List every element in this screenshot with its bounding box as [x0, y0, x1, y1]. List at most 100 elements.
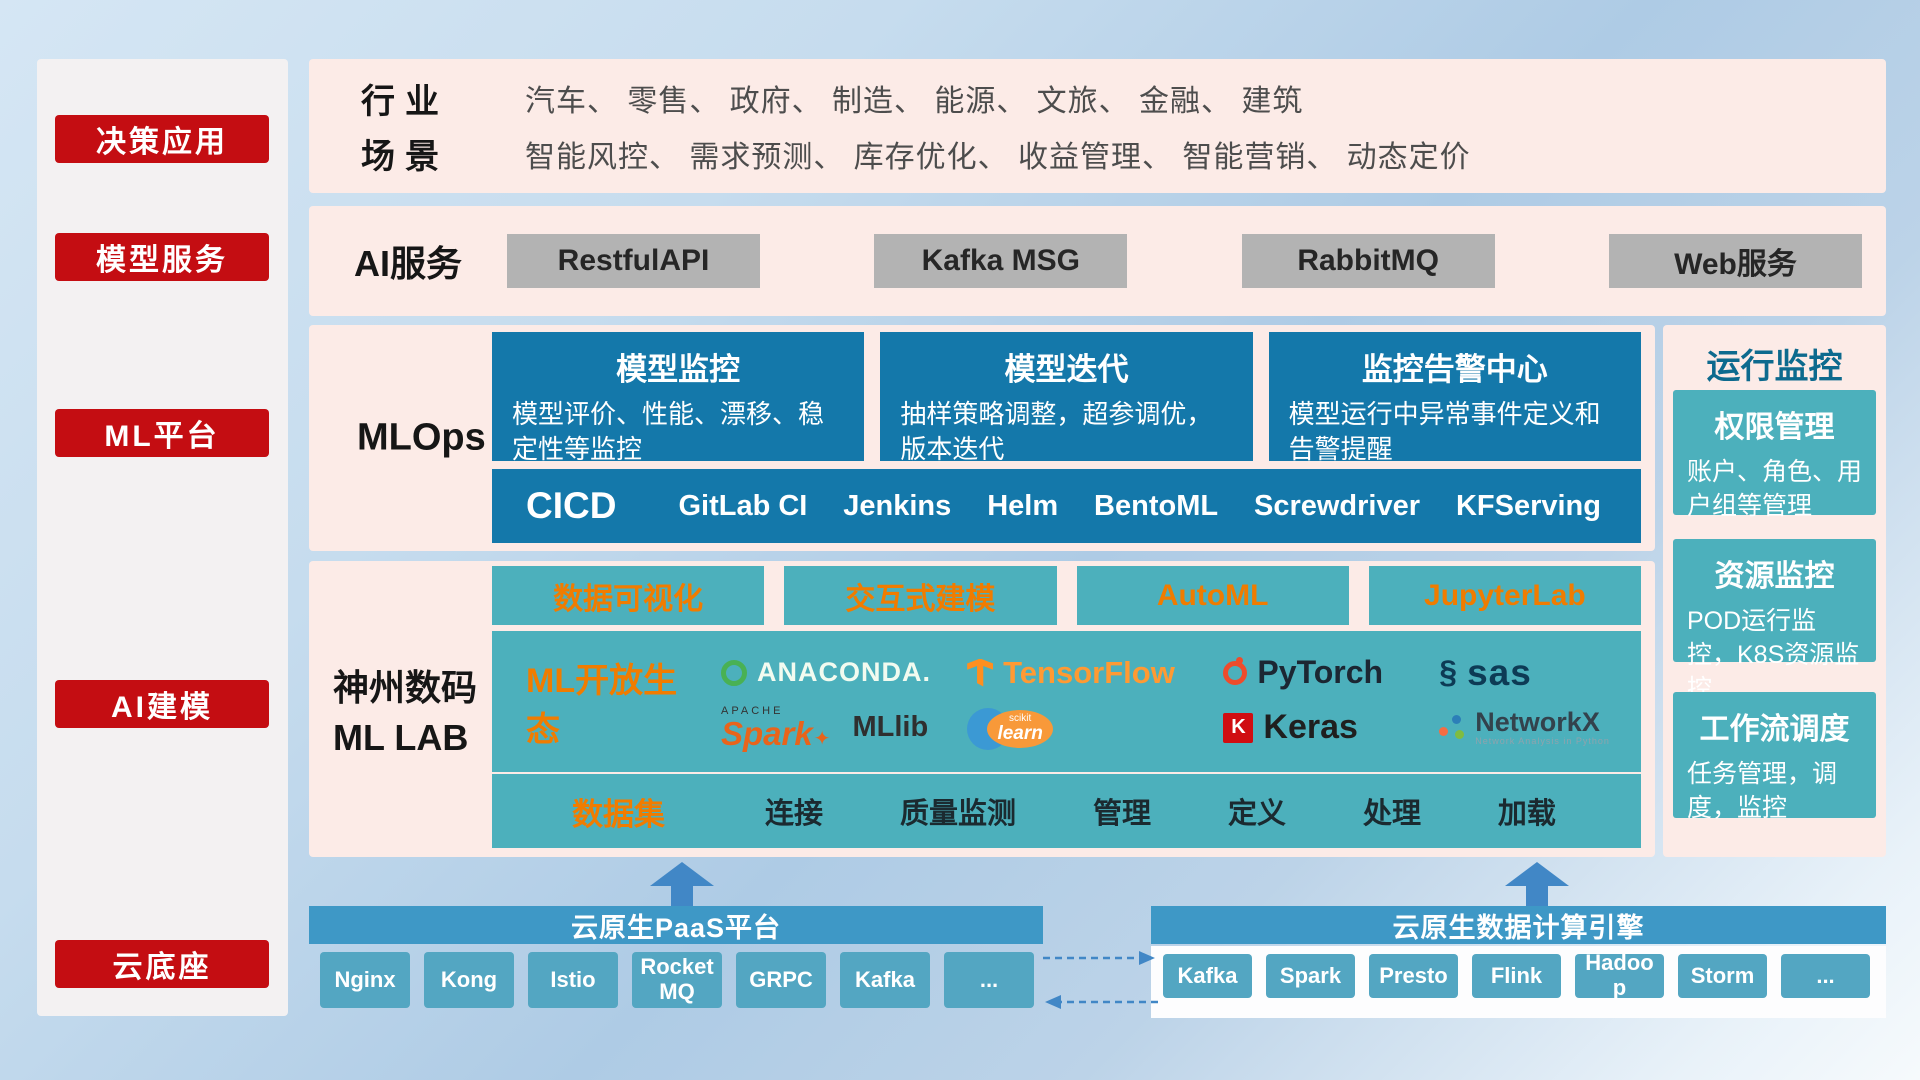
cloud-data-engine-bar: 云原生数据计算引擎 [1151, 906, 1886, 944]
grpc-chip[interactable]: GRPC [736, 952, 826, 1008]
screwdriver-item: Screwdriver [1253, 489, 1421, 522]
kafka-msg-button[interactable]: Kafka MSG [874, 234, 1128, 288]
cloud-paas-bar: 云原生PaaS平台 [309, 906, 1043, 944]
istio-chip[interactable]: Istio [528, 952, 618, 1008]
mllab-label-line1: 神州数码 [333, 667, 478, 708]
spark-mllib-logo: APACHE Spark ✦ MLlib [721, 704, 953, 752]
dashed-arrow-right-icon [1043, 951, 1155, 965]
dataset-define: 定义 [1227, 798, 1286, 830]
kafka-chip[interactable]: Kafka [1163, 954, 1252, 998]
up-arrow-icon [1505, 862, 1569, 906]
sas-logo: § sas [1439, 652, 1621, 694]
gitlab-ci-item: GitLab CI [678, 489, 808, 522]
sidebar-item-model-service[interactable]: 模型服务 [55, 233, 269, 281]
more-chip[interactable]: ... [944, 952, 1034, 1008]
ai-service-buttons: RestfulAPI Kafka MSG RabbitMQ Web服务 [507, 234, 1862, 288]
sidebar-item-decision-apps[interactable]: 决策应用 [55, 115, 269, 163]
permission-management-card: 权限管理 账户、角色、用户组等管理 [1673, 390, 1876, 520]
card-desc: 任务管理，调度，监控 [1687, 760, 1838, 822]
hadoop-chip[interactable]: Hadoop [1575, 951, 1664, 1000]
resource-monitoring-card: 资源监控 POD运行监控，K8S资源监控 [1673, 539, 1876, 703]
industry-scene-panel: 行业 汽车、 零售、 政府、 制造、 能源、 文旅、 金融、 建筑 场景 智能风… [309, 59, 1886, 193]
scikit-learn-icon: scikit learn [967, 704, 1059, 752]
scene-value: 智能风控、 需求预测、 库存优化、 收益管理、 智能营销、 动态定价 [525, 140, 1471, 174]
card-title: 工作流调度 [1699, 713, 1850, 746]
card-desc: 账户、角色、用户组等管理 [1687, 458, 1863, 520]
ai-service-panel: AI服务 RestfulAPI Kafka MSG RabbitMQ Web服务 [309, 206, 1886, 316]
paas-chips: Nginx Kong Istio RocketMQ GRPC Kafka ... [320, 952, 1034, 1008]
jupyterlab-button[interactable]: JupyterLab [1368, 566, 1641, 625]
industry-label: 行业 [361, 82, 449, 121]
anaconda-icon [721, 659, 747, 686]
more-chip[interactable]: ... [1781, 954, 1870, 998]
left-rail: 决策应用 模型服务 ML平台 AI建模 云底座 [37, 59, 288, 1016]
jenkins-item: Jenkins [843, 489, 952, 522]
workflow-scheduling-card: 工作流调度 任务管理，调度，监控 [1673, 692, 1876, 822]
model-iteration-card: 模型迭代 抽样策略调整，超参调优，版本迭代 [880, 332, 1253, 464]
scene-line: 场景 智能风控、 需求预测、 库存优化、 收益管理、 智能营销、 动态定价 [309, 129, 1886, 178]
tensorflow-icon [967, 658, 994, 687]
learn-label: learn [997, 723, 1043, 744]
scikit-label: scikit [1009, 713, 1032, 724]
mllib-label: MLlib [852, 711, 929, 743]
anaconda-label: ANACONDA. [757, 657, 931, 687]
card-desc: POD运行监控，K8S资源监控 [1687, 607, 1860, 703]
industry-value: 汽车、 零售、 政府、 制造、 能源、 文旅、 金融、 建筑 [525, 85, 1304, 119]
rabbitmq-button[interactable]: RabbitMQ [1241, 234, 1495, 288]
ai-service-label: AI服务 [354, 243, 463, 284]
helm-item: Helm [987, 489, 1059, 522]
sas-icon: § [1439, 654, 1458, 690]
restfulapi-button[interactable]: RestfulAPI [507, 234, 760, 288]
spark-star-icon: ✦ [813, 727, 831, 750]
sidebar-item-cloud-base[interactable]: 云底座 [55, 940, 269, 988]
engine-chips: Kafka Spark Presto Flink Hadoop Storm ..… [1163, 951, 1870, 1000]
model-monitoring-card: 模型监控 模型评价、性能、漂移、稳定性等监控 [492, 332, 865, 464]
tensorflow-logo: TensorFlow [967, 655, 1209, 691]
kafka-chip[interactable]: Kafka [840, 952, 930, 1008]
mllab-label-line2: ML LAB [333, 717, 469, 758]
presto-chip[interactable]: Presto [1369, 954, 1458, 998]
card-title: 资源监控 [1714, 560, 1835, 593]
pytorch-icon [1223, 656, 1248, 685]
mlops-panel: MLOps 模型监控 模型评价、性能、漂移、稳定性等监控 模型迭代 抽样策略调整… [309, 325, 1655, 551]
spark-label: Spark [721, 714, 813, 752]
automl-button[interactable]: AutoML [1076, 566, 1349, 625]
keras-label: Keras [1263, 708, 1358, 746]
dataset-connect: 连接 [765, 798, 824, 830]
data-visualization-button[interactable]: 数据可视化 [492, 566, 765, 625]
sidebar-item-ai-modeling[interactable]: AI建模 [55, 680, 269, 728]
industry-line: 行业 汽车、 零售、 政府、 制造、 能源、 文旅、 金融、 建筑 [309, 74, 1886, 123]
runtime-monitoring-panel: 运行监控 权限管理 账户、角色、用户组等管理 资源监控 POD运行监控，K8S资… [1663, 325, 1886, 857]
card-title: 模型监控 [616, 352, 741, 387]
mllab-panel: 神州数码 ML LAB 数据可视化 交互式建模 AutoML JupyterLa… [309, 561, 1655, 857]
card-title: 权限管理 [1714, 411, 1835, 444]
spark-chip[interactable]: Spark [1266, 954, 1355, 998]
card-desc: 模型运行中异常事件定义和告警提醒 [1288, 399, 1601, 465]
alert-center-card: 监控告警中心 模型运行中异常事件定义和告警提醒 [1268, 332, 1641, 464]
web-service-button[interactable]: Web服务 [1608, 234, 1862, 288]
cicd-label: CICD [526, 485, 617, 526]
rocketmq-chip[interactable]: RocketMQ [632, 952, 722, 1008]
dataset-quality: 质量监测 [899, 798, 1016, 830]
interactive-modeling-button[interactable]: 交互式建模 [784, 566, 1057, 625]
card-title: 监控告警中心 [1361, 352, 1548, 387]
nginx-chip[interactable]: Nginx [320, 952, 410, 1008]
kong-chip[interactable]: Kong [424, 952, 514, 1008]
flink-chip[interactable]: Flink [1472, 954, 1561, 998]
ml-ecosystem-label: ML开放生态 [526, 661, 678, 749]
cicd-items: GitLab CI Jenkins Helm BentoML Screwdriv… [678, 490, 1601, 523]
storm-chip[interactable]: Storm [1678, 954, 1767, 998]
dataset-process: 处理 [1362, 798, 1421, 830]
networkx-icon [1439, 714, 1465, 740]
ml-open-ecosystem-panel: ML开放生态 ANACONDA. TensorFlow PyTorch § sa… [492, 631, 1641, 772]
tensorflow-label: TensorFlow [1003, 654, 1175, 690]
keras-icon: K [1223, 712, 1254, 743]
card-desc: 模型评价、性能、漂移、稳定性等监控 [512, 399, 825, 465]
keras-logo: K Keras [1223, 708, 1425, 747]
apache-label: APACHE [721, 704, 784, 717]
sidebar-item-ml-platform[interactable]: ML平台 [55, 409, 269, 457]
card-title: 模型迭代 [1004, 352, 1129, 387]
runtime-monitoring-title: 运行监控 [1706, 348, 1843, 386]
dataset-bar: 数据集 连接 质量监测 管理 定义 处理 加载 [492, 774, 1641, 848]
mlops-label: MLOps [357, 416, 486, 459]
